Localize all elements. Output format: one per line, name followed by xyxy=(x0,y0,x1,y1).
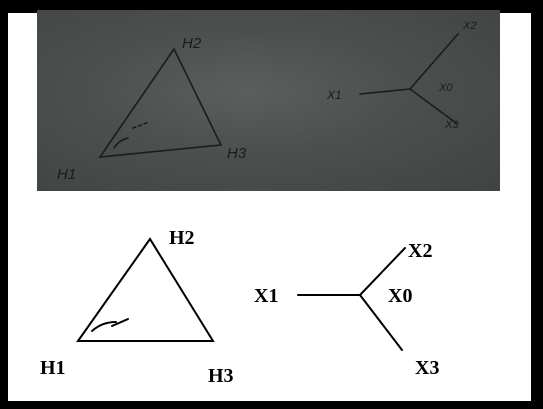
photo-star-branch-x3 xyxy=(409,88,457,124)
photo-label-h1: H1 xyxy=(57,166,76,183)
photo-label-x2: X2 xyxy=(462,20,476,32)
photo-label-x1: X1 xyxy=(326,88,342,102)
clean-dash-mark xyxy=(111,318,129,327)
clean-delta-triangle xyxy=(76,237,215,342)
frame-top-border xyxy=(0,0,543,13)
clean-angle-mark xyxy=(91,321,117,332)
photo-label-h2: H2 xyxy=(182,35,202,52)
frame-left-border xyxy=(0,0,8,409)
clean-redrawn-diagram: H1 H2 H3 X1 X0 X2 X3 xyxy=(8,191,531,401)
clean-label-h3: H3 xyxy=(208,365,234,387)
clean-label-x0: X0 xyxy=(388,285,412,307)
clean-label-x1: X1 xyxy=(254,285,278,307)
clean-label-x3: X3 xyxy=(415,357,439,379)
photo-sketch: H1 H2 H3 X1 X0 X2 X3 xyxy=(57,20,476,183)
photo-label-x3: X3 xyxy=(444,119,459,131)
frame-right-border xyxy=(531,0,543,409)
clean-sketch: H1 H2 H3 X1 X0 X2 X3 xyxy=(40,227,439,387)
clean-label-h2: H2 xyxy=(169,227,195,249)
frame-bottom-border xyxy=(0,401,543,409)
clean-star-branch-x2 xyxy=(359,247,406,296)
photo-label-h3: H3 xyxy=(227,145,247,162)
photo-angle-mark xyxy=(113,137,129,149)
photo-star-branch-x2 xyxy=(409,33,459,90)
photo-label-x0: X0 xyxy=(438,82,453,94)
photo-star-branch-x1 xyxy=(359,88,411,95)
photo-delta-triangle xyxy=(98,47,223,158)
clean-label-h1: H1 xyxy=(40,357,66,379)
clean-star-branch-x3 xyxy=(359,294,403,351)
photo-dashed-mark xyxy=(132,121,150,129)
clean-label-x2: X2 xyxy=(408,240,432,262)
photo-of-handwritten-diagram: H1 H2 H3 X1 X0 X2 X3 xyxy=(37,10,500,191)
